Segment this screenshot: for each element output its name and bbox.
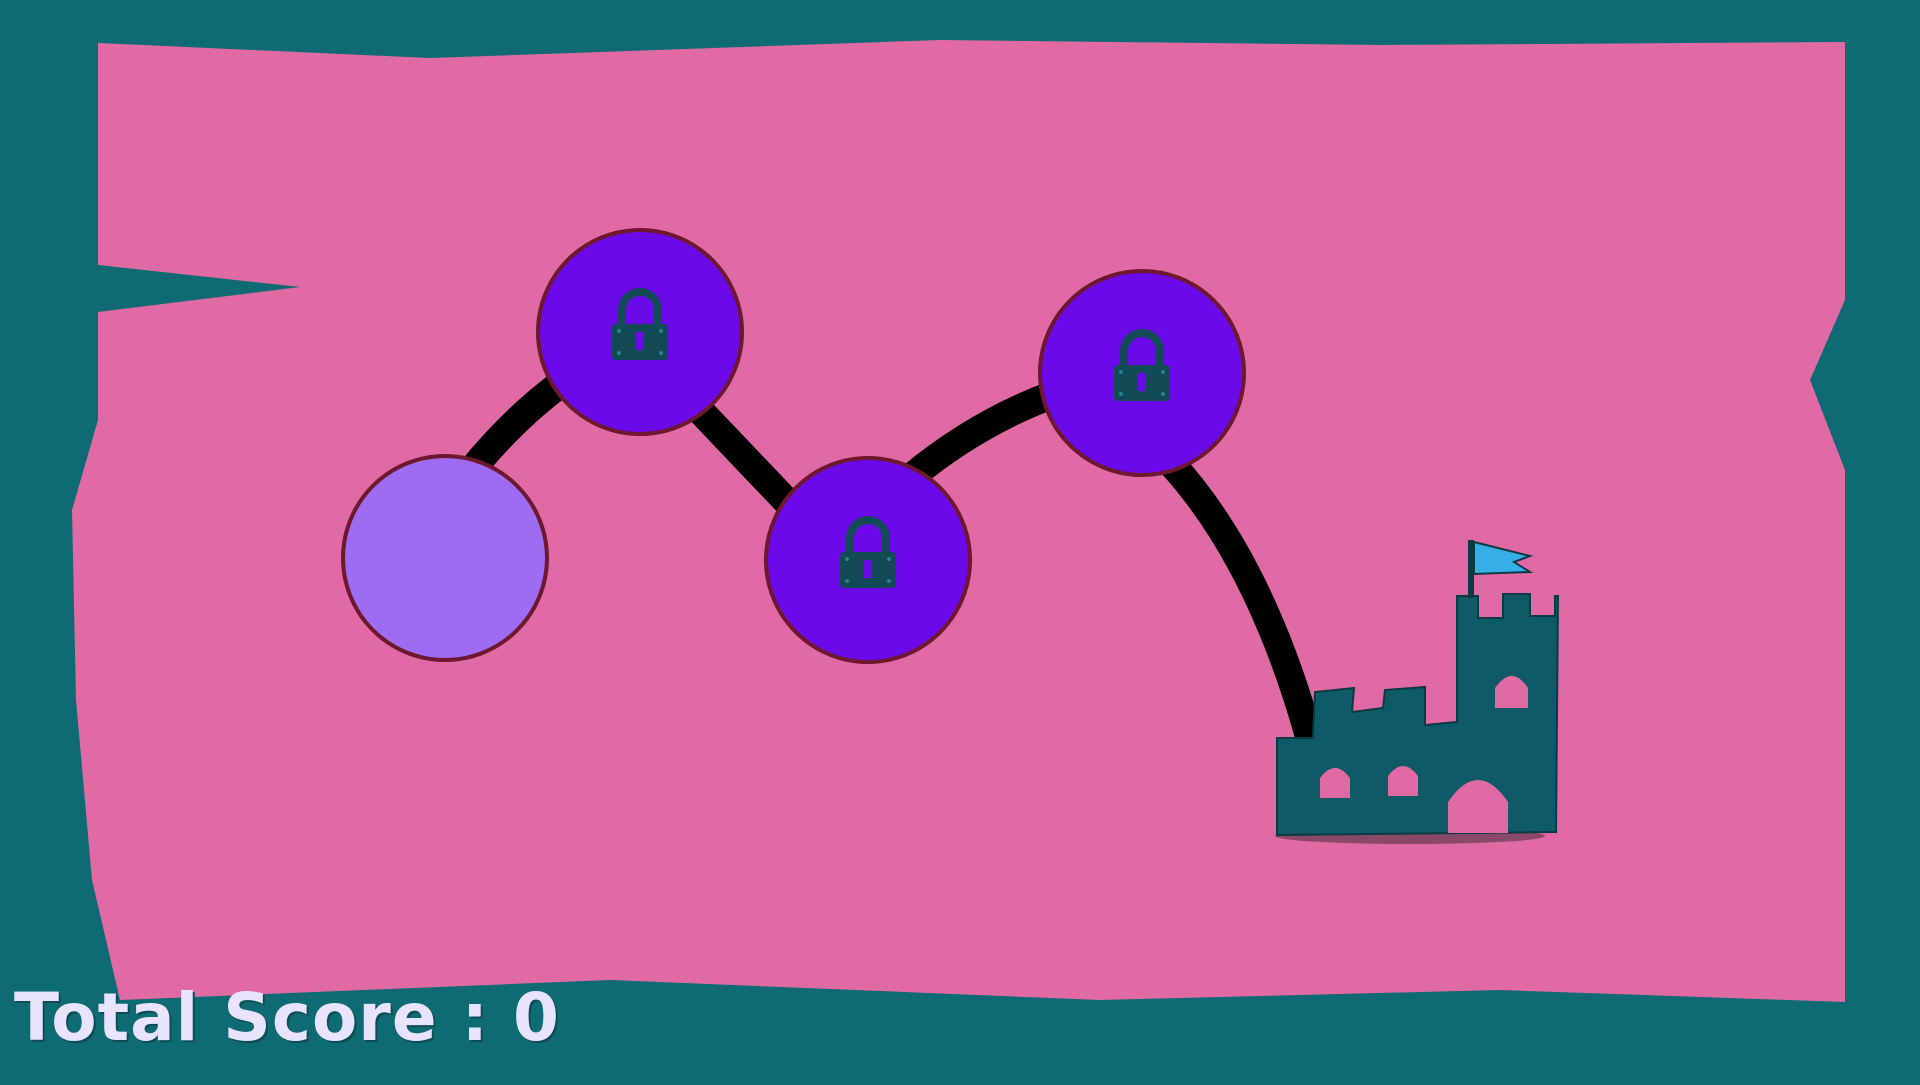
level-node-4[interactable] [1038,269,1246,477]
lock-icon [1114,329,1170,401]
castle-icon[interactable] [1275,540,1560,844]
total-score-label: Total Score : 0 [14,979,560,1056]
flag-icon [1468,540,1534,598]
lock-icon [840,516,896,588]
level-node-3[interactable] [764,456,972,664]
lock-icon [612,288,668,360]
path-4-castle [1156,448,1324,754]
level-node-1[interactable] [341,454,549,662]
path-2-3 [676,386,804,519]
level-node-2[interactable] [536,228,744,436]
path-3-4 [896,378,1074,492]
